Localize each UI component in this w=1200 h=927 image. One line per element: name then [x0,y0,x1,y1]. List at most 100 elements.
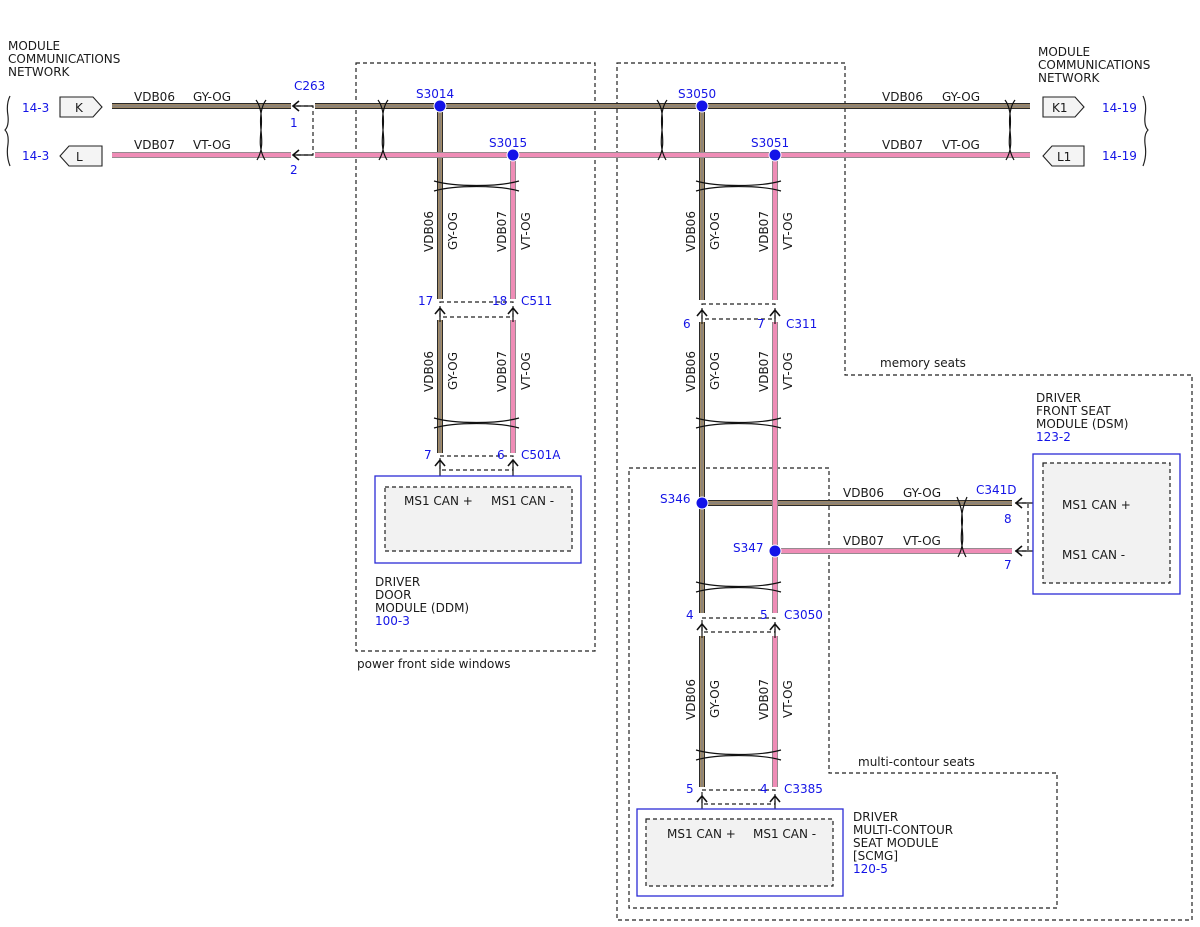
connector-c341d-name[interactable]: C341D [976,483,1017,497]
connector-c3385-name[interactable]: C3385 [784,782,823,796]
c501a-pin-number: 6 [497,448,505,462]
wire-label-color: GY-OG [903,486,941,500]
connector-pins [291,100,1042,818]
page-ref-right-l1[interactable]: 14-19 [1102,149,1137,163]
option-regions [355,62,1193,921]
wire-label-color: VT-OG [781,352,795,390]
tag-l [59,145,103,167]
tag-l1 [1042,145,1085,167]
connector-c501a-name[interactable]: C501A [521,448,561,462]
option-label-memory-seats: memory seats [880,356,966,370]
wire-label-circuit: VDB06 [684,679,698,720]
tag-k1 [1042,96,1085,118]
wire-label-color: VT-OG [519,352,533,390]
splice-label-s347[interactable]: S347 [733,541,764,555]
scmg-label-line4: [SCMG] [853,849,898,863]
c3385-pin-number: 4 [760,782,768,796]
ddm-ref[interactable]: 100-3 [375,614,410,628]
option-label-power-windows: power front side windows [357,657,510,671]
page-ref-right-k1[interactable]: 14-19 [1102,101,1137,115]
splice-label-s346[interactable]: S346 [660,492,691,506]
c341d-pin-number: 8 [1004,512,1012,526]
c311-pin-number: 7 [757,317,765,331]
scmg-label-line2: MULTI-CONTOUR [853,823,953,837]
scmg-pin-plus-label: MS1 CAN + [667,827,736,841]
wire-label-circuit: VDB06 [134,90,175,104]
splice-label-s3051[interactable]: S3051 [751,136,789,150]
wire-label-color: GY-OG [446,352,460,390]
connector-c311-name[interactable]: C311 [786,317,817,331]
connector-c511-name[interactable]: C511 [521,294,552,308]
wire-label-circuit: VDB06 [882,90,923,104]
splice-s3015 [506,148,520,162]
wire-label-color: GY-OG [446,212,460,250]
c511-pin-17 [434,306,446,322]
wire-label-circuit: VDB07 [843,534,884,548]
page-ref-left-l[interactable]: 14-3 [22,149,49,163]
wire-label-circuit: VDB07 [495,211,509,252]
wire-label-color: GY-OG [942,90,980,104]
splice-s346 [695,496,709,510]
page-ref-left-k[interactable]: 14-3 [22,101,49,115]
splices [433,99,782,558]
c3050-pin-number: 4 [686,608,694,622]
wire-label-circuit: VDB07 [757,351,771,392]
splice-s3050 [695,99,709,113]
splice-labels: S3014 S3015 S3050 S3051 S346 S347 [416,87,789,555]
c501a-pin-number: 7 [424,448,432,462]
twist-marker [956,496,968,558]
network-left-line1: MODULE [8,39,60,53]
dsm-label-line3: MODULE (DSM) [1036,417,1128,431]
splice-s3014 [433,99,447,113]
splice-s3051 [768,148,782,162]
wires-can-plus [112,103,1030,787]
ddm-label-line2: DOOR [375,588,411,602]
network-right-line2: COMMUNICATIONS [1038,58,1150,72]
twist-marker [695,581,782,593]
twist-marker [656,99,668,161]
connector-c3050-name[interactable]: C3050 [784,608,823,622]
wire-label-color: VT-OG [193,138,231,152]
splice-label-s3015[interactable]: S3015 [489,136,527,150]
ddm-pin-minus-label: MS1 CAN - [491,494,554,508]
c263-pin-1 [291,100,313,112]
left-brace [4,95,11,167]
page-refs: 14-3 14-3 14-19 14-19 [22,101,1137,163]
c511-pin-18 [507,306,519,322]
ddm-label-line3: MODULE (DDM) [375,601,469,615]
wire-label-color: GY-OG [193,90,231,104]
wire-label-color: GY-OG [708,352,722,390]
c341d-outline [1015,502,1029,552]
network-left-line2: COMMUNICATIONS [8,52,120,66]
dsm-label-line1: DRIVER [1036,391,1081,405]
wire-label-circuit: VDB07 [495,351,509,392]
twist-marker [377,99,389,161]
option-label-multi-contour: multi-contour seats [858,755,975,769]
power-windows-region [355,62,596,652]
wire-label-color: GY-OG [708,680,722,718]
edge-tags: K L K1 L1 [59,96,1085,167]
dsm-ref[interactable]: 123-2 [1036,430,1071,444]
c263-pin-number: 2 [290,163,298,177]
c511-pin-number: 18 [492,294,507,308]
scmg-ref[interactable]: 120-5 [853,862,888,876]
wire-label-circuit: VDB06 [684,351,698,392]
wire-label-circuit: VDB06 [422,351,436,392]
wires-can-minus [112,152,1030,787]
splice-label-s3050[interactable]: S3050 [678,87,716,101]
splice-label-s3014[interactable]: S3014 [416,87,454,101]
wire-label-color: VT-OG [781,212,795,250]
c263-pin-number: 1 [290,116,298,130]
c311-pin-number: 6 [683,317,691,331]
horizontal-wire-labels: VDB06 GY-OG VDB07 VT-OG VDB06 GY-OG VDB0… [134,90,980,548]
tag-l1-label: L1 [1057,150,1071,164]
wire-label-color: VT-OG [781,680,795,718]
connector-c263-name[interactable]: C263 [294,79,325,93]
c341d-pin-number: 7 [1004,558,1012,572]
network-right-line1: MODULE [1038,45,1090,59]
twist-marker [695,417,782,429]
tag-l-label: L [76,150,83,164]
right-brace [1142,95,1149,167]
c263-outline [297,105,314,156]
